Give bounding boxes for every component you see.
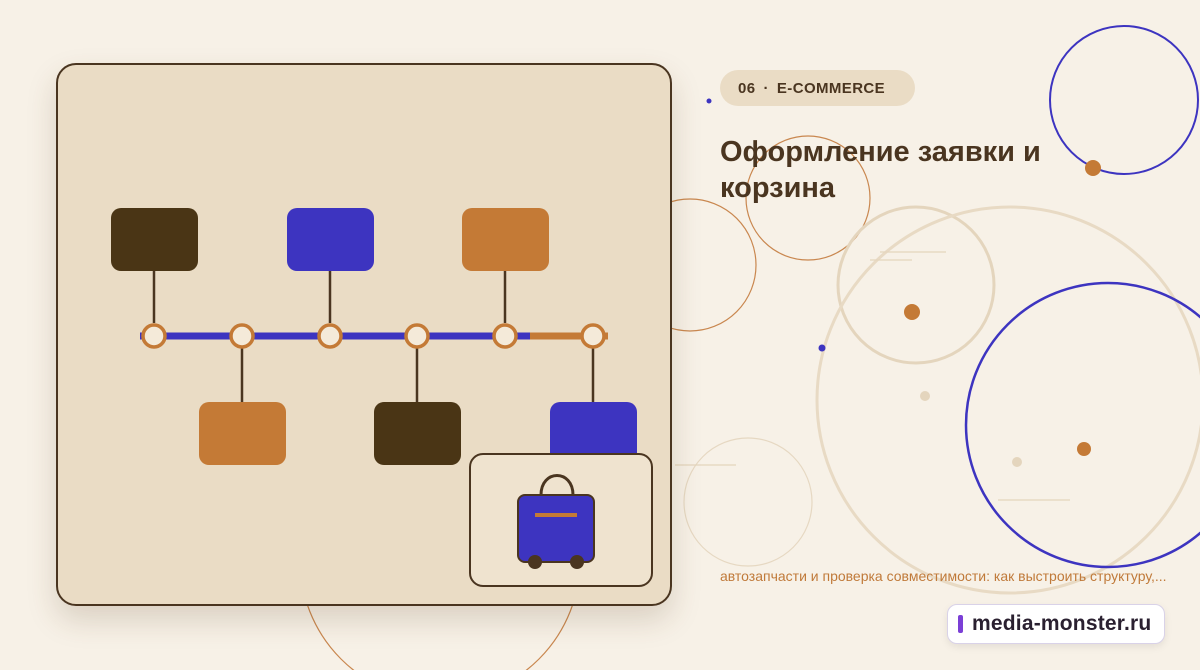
step-block-dark bbox=[111, 208, 198, 271]
step-block-orange bbox=[462, 208, 549, 271]
deco-circle-blue bbox=[1049, 25, 1199, 175]
timeline-node bbox=[317, 323, 343, 349]
tag-separator: · bbox=[763, 79, 769, 97]
deco-circle bbox=[745, 135, 871, 261]
tag-category: E-COMMERCE bbox=[776, 79, 886, 97]
brand-badge[interactable]: media-monster.ru bbox=[947, 604, 1165, 644]
deco-dot bbox=[1077, 442, 1091, 456]
step-block-blue bbox=[550, 402, 637, 465]
deco-dot bbox=[1085, 160, 1101, 176]
deco-dot bbox=[1012, 457, 1022, 467]
timeline-illustration bbox=[111, 208, 637, 465]
category-tag: 06 · E-COMMERCE bbox=[720, 70, 916, 106]
deco-circle bbox=[683, 437, 813, 567]
step-block-dark bbox=[374, 402, 461, 465]
deco-circle bbox=[815, 205, 1200, 595]
timeline-node bbox=[229, 323, 255, 349]
timeline-node bbox=[492, 323, 518, 349]
brand-accent-bar bbox=[958, 615, 963, 633]
timeline-node bbox=[580, 323, 606, 349]
brand-name: media-monster.ru bbox=[972, 612, 1152, 635]
tag-number: 06 bbox=[738, 79, 756, 97]
shopping-bag-icon bbox=[517, 474, 595, 569]
page-subtitle: автозапчасти и проверка совместимости: к… bbox=[720, 568, 1167, 584]
cart-card bbox=[469, 453, 653, 587]
timeline-node bbox=[141, 323, 167, 349]
deco-circle bbox=[836, 205, 996, 365]
deco-dot bbox=[818, 344, 826, 352]
step-block-orange bbox=[199, 402, 286, 465]
deco-circle-blue bbox=[964, 281, 1200, 569]
step-block-blue bbox=[287, 208, 374, 271]
deco-dot bbox=[920, 391, 930, 401]
page-title: Оформление заявки и корзина bbox=[720, 136, 1041, 204]
timeline-node bbox=[404, 323, 430, 349]
deco-dot bbox=[706, 98, 712, 104]
deco-dot bbox=[904, 304, 920, 320]
